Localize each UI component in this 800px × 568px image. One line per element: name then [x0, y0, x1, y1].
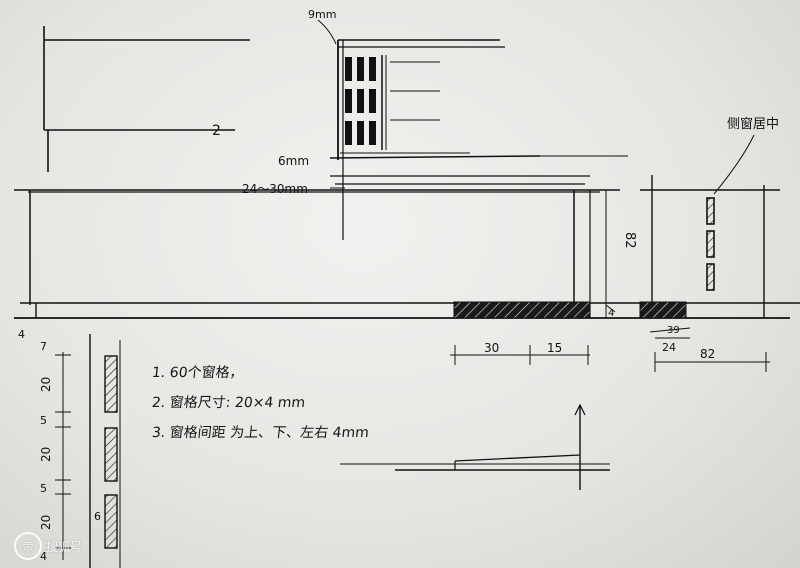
- section-window-cells: [345, 55, 387, 150]
- cell: [369, 89, 376, 113]
- cell: [357, 57, 364, 81]
- left-window-cells: [104, 355, 118, 549]
- dim-30-label: 30: [484, 341, 499, 355]
- hatched-sill: [453, 301, 591, 319]
- left-dim-top: 4: [18, 328, 25, 341]
- frame-depth-label: 24～30mm: [242, 182, 308, 196]
- cell: [104, 355, 118, 413]
- left-dim-5b: 5: [40, 482, 47, 495]
- height-dimension: [600, 189, 616, 318]
- left-dim-bottom: 4: [40, 550, 47, 563]
- left-dim-5a: 5: [40, 414, 47, 427]
- left-dim-20c: 20: [39, 515, 53, 530]
- main-elevation: [14, 189, 800, 319]
- bottom-dimensions: [450, 345, 590, 365]
- side-centered-label: 侧窗居中: [727, 116, 779, 132]
- small-dim-4: 4: [608, 308, 614, 319]
- side-label-leader: [713, 134, 755, 195]
- watermark-text: 搜狐号: [46, 539, 83, 554]
- cell: [345, 121, 352, 145]
- left-strip: [55, 334, 121, 568]
- watermark: 帝 搜狐号: [14, 532, 82, 560]
- cell: [357, 89, 364, 113]
- side-elevation: [640, 175, 780, 318]
- watermark-logo: 帝: [14, 532, 42, 560]
- note-2: 2. 窗格尺寸: 20×4 mm: [151, 395, 306, 411]
- cell: [345, 57, 352, 81]
- left-dim-7: 7: [40, 340, 47, 353]
- pane-thickness-dim: 9mm: [308, 8, 336, 21]
- cell: [369, 57, 376, 81]
- section-detail: [329, 39, 628, 240]
- side-hatched-sill: [639, 301, 687, 319]
- height-dim-label: 82: [622, 232, 637, 249]
- dim-15-label: 15: [547, 341, 562, 355]
- gap-dim: 6mm: [278, 154, 309, 168]
- cell: [357, 121, 364, 145]
- side-dimensions: [649, 327, 770, 372]
- side-window-cells: [706, 197, 715, 291]
- left-dim-20b: 20: [39, 447, 53, 462]
- top-left-frame: [43, 26, 250, 172]
- cell: [104, 494, 118, 549]
- frame-depth-dimension: [330, 175, 590, 189]
- note-3: 3. 窗格间距 为上、下、左右 4mm: [151, 425, 370, 441]
- width-82-label: 82: [700, 347, 715, 361]
- dim-24-label: 24: [662, 341, 676, 354]
- dim-39-label: 39: [667, 325, 680, 336]
- note-1: 1. 60个窗格，: [151, 365, 245, 381]
- left-dim-6: 6: [94, 510, 101, 523]
- pane-leader: [317, 19, 337, 45]
- cell: [104, 427, 118, 482]
- cell: [706, 230, 715, 258]
- cell: [706, 263, 715, 291]
- cell: [369, 121, 376, 145]
- sill-profile-detail: [340, 403, 610, 490]
- left-dim-20a: 20: [39, 377, 53, 392]
- cell: [706, 197, 715, 225]
- top-left-dim: 2: [212, 123, 221, 139]
- cell: [345, 89, 352, 113]
